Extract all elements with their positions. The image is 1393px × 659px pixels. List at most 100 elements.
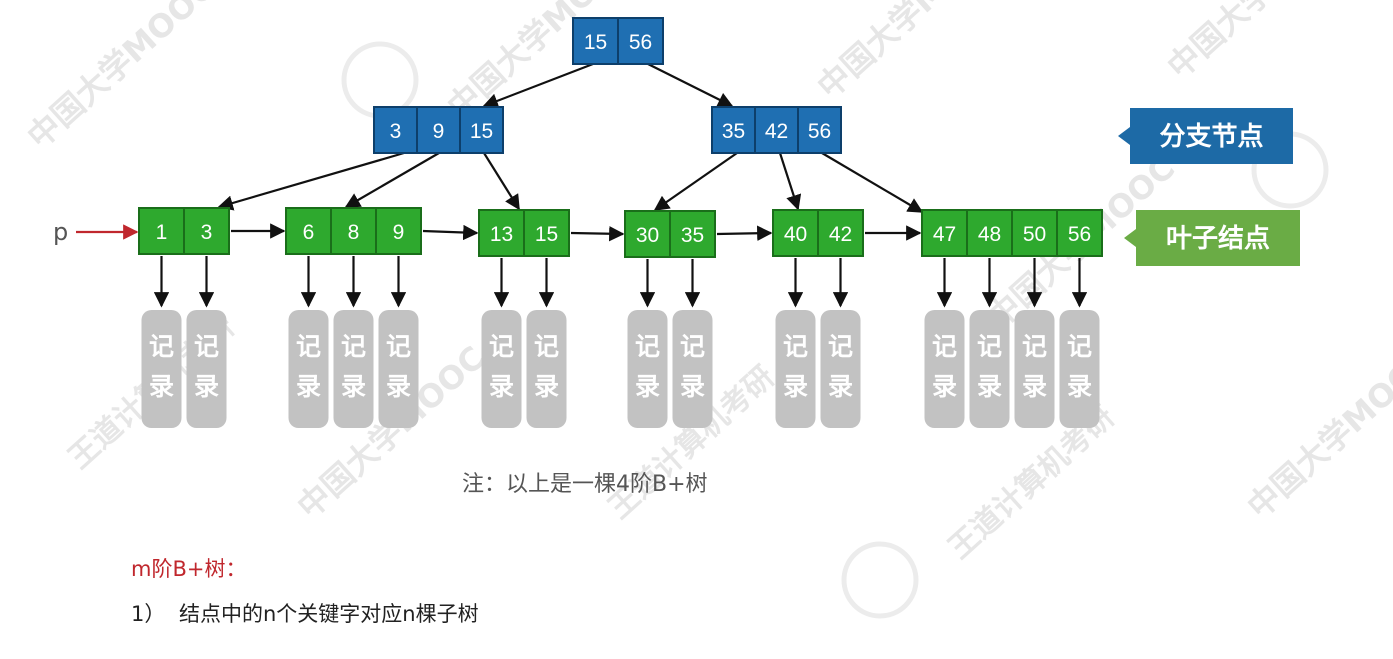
record-box — [672, 310, 713, 428]
record-box — [481, 310, 522, 428]
node-key: 3 — [201, 221, 213, 244]
record-label-char: 记 — [489, 332, 514, 361]
node-key: 1 — [156, 221, 168, 244]
record-label-char: 录 — [1067, 372, 1092, 401]
record-box — [526, 310, 567, 428]
record-block: 记录 — [924, 310, 965, 428]
record-label-char: 录 — [489, 372, 514, 401]
record-block: 记录 — [820, 310, 861, 428]
watermark-logo — [341, 41, 419, 119]
record-block: 记录 — [969, 310, 1010, 428]
edge-leaf-chain — [422, 224, 479, 241]
leaf-node-tag: 叶子结点 — [1124, 210, 1300, 266]
branch-node-tag-shape — [1118, 108, 1293, 164]
record-label-char: 记 — [296, 332, 321, 361]
node-key: 40 — [784, 223, 807, 246]
node-key: 15 — [535, 223, 558, 246]
branch-node-tag: 分支节点 — [1118, 108, 1293, 164]
record-label-char: 记 — [828, 332, 853, 361]
edge-branch-leaf — [217, 151, 405, 211]
leaf-node-tag-text: 叶子结点 — [1166, 223, 1270, 254]
record-label-char: 录 — [534, 372, 559, 401]
branch-node-1-box — [373, 106, 504, 154]
edge-leaf-chain — [570, 226, 625, 242]
watermark-text: 中国大学MOOC — [1240, 339, 1393, 526]
record-label-char: 录 — [1022, 372, 1047, 401]
record-block: 记录 — [481, 310, 522, 428]
edge-root-branch2 — [647, 63, 734, 107]
record-box — [820, 310, 861, 428]
record-label-char: 记 — [635, 332, 660, 361]
record-block: 记录 — [1059, 310, 1100, 428]
diagram-note: 注：以上是一棵4阶B+树 — [462, 472, 708, 497]
record-block: 记录 — [526, 310, 567, 428]
branch-node-2-box — [711, 106, 842, 154]
record-label-char: 记 — [194, 332, 219, 361]
node-key: 56 — [1068, 223, 1091, 246]
record-label-char: 记 — [783, 332, 808, 361]
record-box — [378, 310, 419, 428]
node-key: 3 — [390, 120, 402, 143]
definition-item-number: 1） — [131, 602, 166, 626]
record-label-char: 录 — [680, 372, 705, 401]
record-label-char: 录 — [783, 372, 808, 401]
node-key: 42 — [765, 120, 788, 143]
definition-title: m阶B+树： — [131, 557, 247, 581]
record-label-char: 录 — [932, 372, 957, 401]
branch-node-tag-text: 分支节点 — [1159, 121, 1263, 152]
watermark-logo — [841, 541, 919, 619]
record-label-char: 录 — [828, 372, 853, 401]
node-key: 15 — [584, 31, 607, 54]
record-label-char: 记 — [932, 332, 957, 361]
record-box — [333, 310, 374, 428]
record-box — [141, 310, 182, 428]
record-box — [1014, 310, 1055, 428]
edge-root-branch1 — [482, 62, 594, 109]
node-key: 13 — [490, 223, 513, 246]
record-block: 记录 — [141, 310, 182, 428]
record-block: 记录 — [333, 310, 374, 428]
node-key: 9 — [393, 221, 405, 244]
tree-edges — [76, 62, 1088, 308]
edge-leaf-chain — [716, 225, 773, 241]
watermark-text: 中国大学MOOC — [1160, 0, 1362, 86]
record-box — [1059, 310, 1100, 428]
edge-branch-leaf — [821, 152, 924, 213]
record-label-char: 录 — [149, 372, 174, 401]
node-key: 56 — [808, 120, 831, 143]
leaf-node-2-box — [285, 207, 422, 255]
record-box — [288, 310, 329, 428]
record-block: 记录 — [378, 310, 419, 428]
edge-branch-leaf — [344, 152, 440, 208]
leaf-node-4: 30 35 — [624, 210, 716, 258]
node-key: 56 — [629, 31, 652, 54]
leaf-node-3: 13 15 — [478, 209, 570, 257]
record-label-char: 录 — [977, 372, 1002, 401]
watermark-text: 中国大学MOOC — [810, 0, 1012, 106]
record-block: 记录 — [288, 310, 329, 428]
node-key: 48 — [978, 223, 1001, 246]
edge-branch-leaf — [778, 152, 802, 211]
node-key: 30 — [636, 224, 659, 247]
leaf-node-tag-shape — [1124, 210, 1300, 266]
record-box — [924, 310, 965, 428]
leaf-node-5: 40 42 — [772, 209, 864, 257]
node-key: 35 — [681, 224, 704, 247]
node-key: 42 — [829, 223, 852, 246]
record-label-char: 记 — [680, 332, 705, 361]
record-label-char: 记 — [534, 332, 559, 361]
record-label-char: 记 — [149, 332, 174, 361]
record-label-char: 记 — [1022, 332, 1047, 361]
node-key: 50 — [1023, 223, 1046, 246]
record-label-char: 录 — [194, 372, 219, 401]
edge-branch-leaf — [483, 152, 520, 211]
record-label-char: 记 — [386, 332, 411, 361]
record-block: 记录 — [775, 310, 816, 428]
